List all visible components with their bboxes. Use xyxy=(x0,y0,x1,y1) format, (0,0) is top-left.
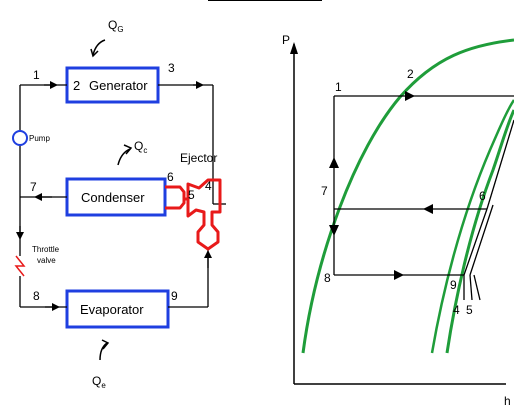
cycle-schematic: 2 Generator Condenser Evaporator xyxy=(12,0,322,390)
state-1: 1 xyxy=(33,68,40,82)
saturation-dome xyxy=(301,38,514,354)
x-axis-label: h xyxy=(504,394,511,408)
ph-point-6: 6 xyxy=(479,189,486,203)
q-condenser: Qc xyxy=(134,139,147,155)
state-6: 6 xyxy=(167,170,174,184)
ph-point-1: 1 xyxy=(335,80,342,94)
cycle-arrows xyxy=(329,91,433,280)
ph-state-numbers: 1 2 7 6 8 9 4 5 xyxy=(321,67,486,317)
pump: Pump xyxy=(12,130,50,146)
ph-point-5: 5 xyxy=(466,303,473,317)
evaporator-label: Evaporator xyxy=(80,302,144,317)
q-evaporator: Qe xyxy=(92,374,106,390)
evaporator-box: Evaporator xyxy=(65,289,170,329)
ph-point-4: 4 xyxy=(453,303,460,317)
schematic-state-numbers: 1 3 6 5 4 7 8 9 xyxy=(30,61,212,303)
ejector-label: Ejector xyxy=(180,151,217,165)
throttle-label-line2: valve xyxy=(37,256,56,265)
ph-point-2: 2 xyxy=(407,67,414,81)
ph-point-8: 8 xyxy=(324,271,331,285)
state-7: 7 xyxy=(30,180,37,194)
ph-point-9: 9 xyxy=(450,278,457,292)
ejector xyxy=(165,178,222,251)
saturated-vapor-line-1 xyxy=(445,109,514,354)
condenser-label: Condenser xyxy=(81,190,145,205)
state-9: 9 xyxy=(171,289,178,303)
generator-inlet-number: 2 xyxy=(73,78,80,93)
generator-box: 2 Generator xyxy=(65,66,160,104)
generator-label: Generator xyxy=(89,78,148,93)
flow-lines xyxy=(16,81,226,311)
state-4: 4 xyxy=(205,179,212,193)
ph-point-7: 7 xyxy=(321,184,328,198)
state-3: 3 xyxy=(168,61,175,75)
ph-diagram: P h 1 2 7 xyxy=(282,33,514,408)
saturated-vapor-line-2 xyxy=(430,99,514,354)
pump-label: Pump xyxy=(29,134,50,143)
throttle-valve: Throttle valve xyxy=(14,245,60,277)
y-axis-label: P xyxy=(282,33,290,47)
cycle-lines xyxy=(333,95,514,301)
heat-inputs: QG Qc Qe xyxy=(90,18,147,390)
q-generator: QG xyxy=(108,18,124,34)
throttle-label-line1: Throttle xyxy=(32,245,60,254)
condenser-box: Condenser xyxy=(65,177,167,217)
state-5: 5 xyxy=(188,188,195,202)
state-8: 8 xyxy=(33,289,40,303)
